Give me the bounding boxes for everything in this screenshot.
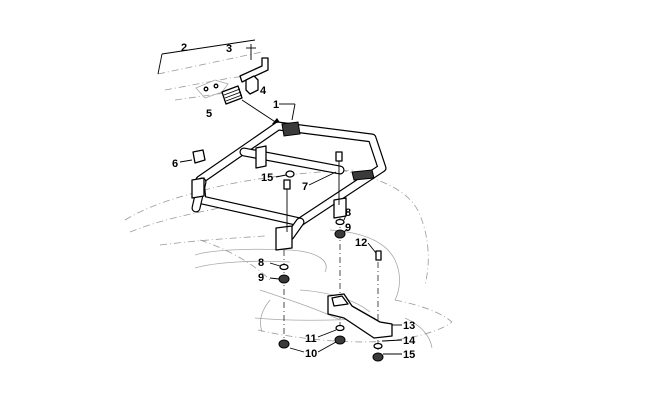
callout-12: 12 [355,237,367,249]
callout-7: 7 [302,181,308,193]
rack-frame-part [191,103,387,251]
callout-5: 5 [206,108,212,120]
callout-labels: 1 2 3 4 5 6 7 8 8 9 9 10 11 12 13 14 15 … [172,42,416,361]
callout-10: 10 [305,348,317,360]
callout-11: 11 [305,333,317,345]
callout-4: 4 [260,85,267,97]
top-nut-part [275,170,295,178]
lower-bracket-part [327,293,402,339]
knob-part [245,75,259,95]
right-washer-stack [334,214,347,239]
spring-part [221,85,243,105]
callout-6: 6 [172,158,178,170]
callout-2: 2 [181,42,187,54]
callout-9-right: 9 [345,222,351,234]
callout-14: 14 [403,335,416,347]
callout-15-top: 15 [261,172,273,184]
callout-13: 13 [403,320,415,332]
left-washer-stack [269,262,290,284]
latch-bracket-part [195,79,229,99]
l-pin-part [239,44,269,83]
callout-9-left: 9 [258,272,264,284]
callout-3: 3 [226,43,232,55]
side-bolt-part [367,242,382,261]
bolt-part [283,151,343,232]
callout-15-bottom: 15 [403,349,415,361]
callout-1: 1 [273,99,279,111]
end-cap-part [179,149,206,164]
callout-8-left: 8 [258,257,264,269]
bottom-fasteners [278,324,403,362]
callout-8-right: 8 [345,207,351,219]
